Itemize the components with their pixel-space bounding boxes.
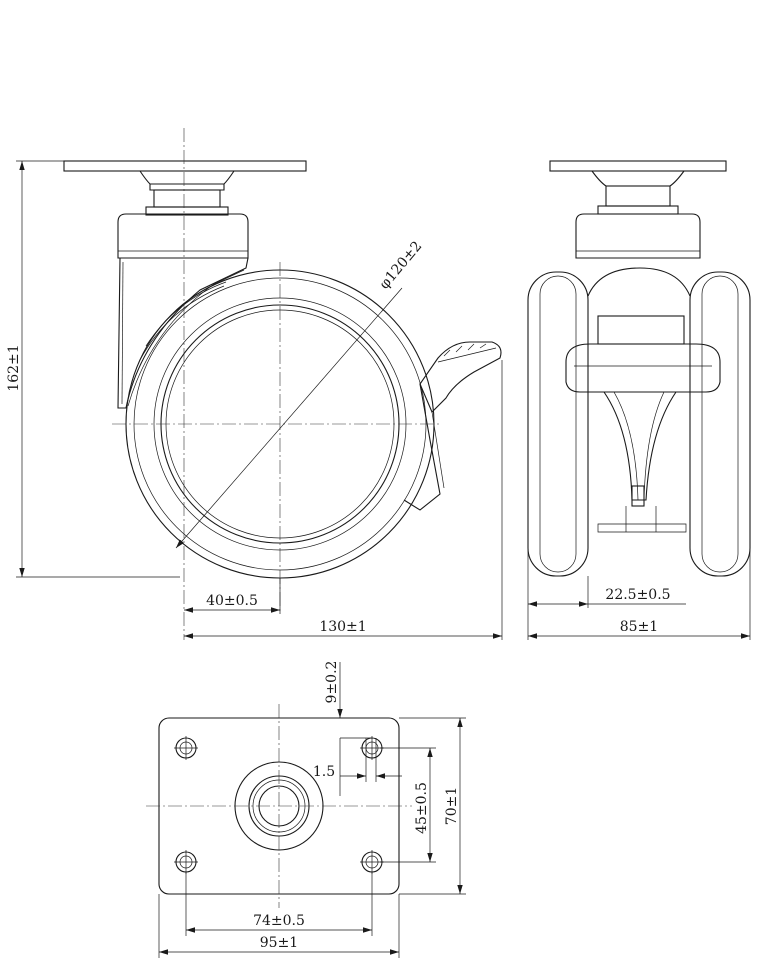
dim-hole-slot <box>340 738 402 782</box>
label-front-width: 85±1 <box>620 619 658 635</box>
label-hole-slot: 1.5 <box>313 764 335 780</box>
dim-height <box>16 160 180 578</box>
dim-plate-width <box>158 894 400 958</box>
side-view <box>63 128 502 640</box>
dim-front-width <box>528 520 751 640</box>
dim-hole-edge <box>337 662 372 796</box>
dim-hole-vertical <box>380 747 436 863</box>
dim-offset <box>184 578 281 614</box>
label-wheel-gap: 22.5±0.5 <box>605 587 670 603</box>
label-offset: 40±0.5 <box>206 593 258 609</box>
label-side-length: 130±1 <box>319 619 366 635</box>
label-hole-vertical: 45±0.5 <box>414 782 430 834</box>
front-view <box>527 160 751 577</box>
label-wheel-diameter: φ120±2 <box>376 238 425 292</box>
label-height: 162±1 <box>6 344 22 391</box>
label-plate-width: 95±1 <box>260 935 298 951</box>
dim-plate-depth <box>399 717 466 895</box>
label-plate-depth: 70±1 <box>444 787 460 825</box>
label-hole-horizontal: 74±0.5 <box>253 913 305 929</box>
label-hole-edge: 9±0.2 <box>324 661 340 704</box>
dim-wheel-gap <box>527 520 686 640</box>
top-plate-view <box>146 704 412 908</box>
dim-hole-horizontal <box>185 872 373 936</box>
dim-side-length <box>184 360 503 640</box>
